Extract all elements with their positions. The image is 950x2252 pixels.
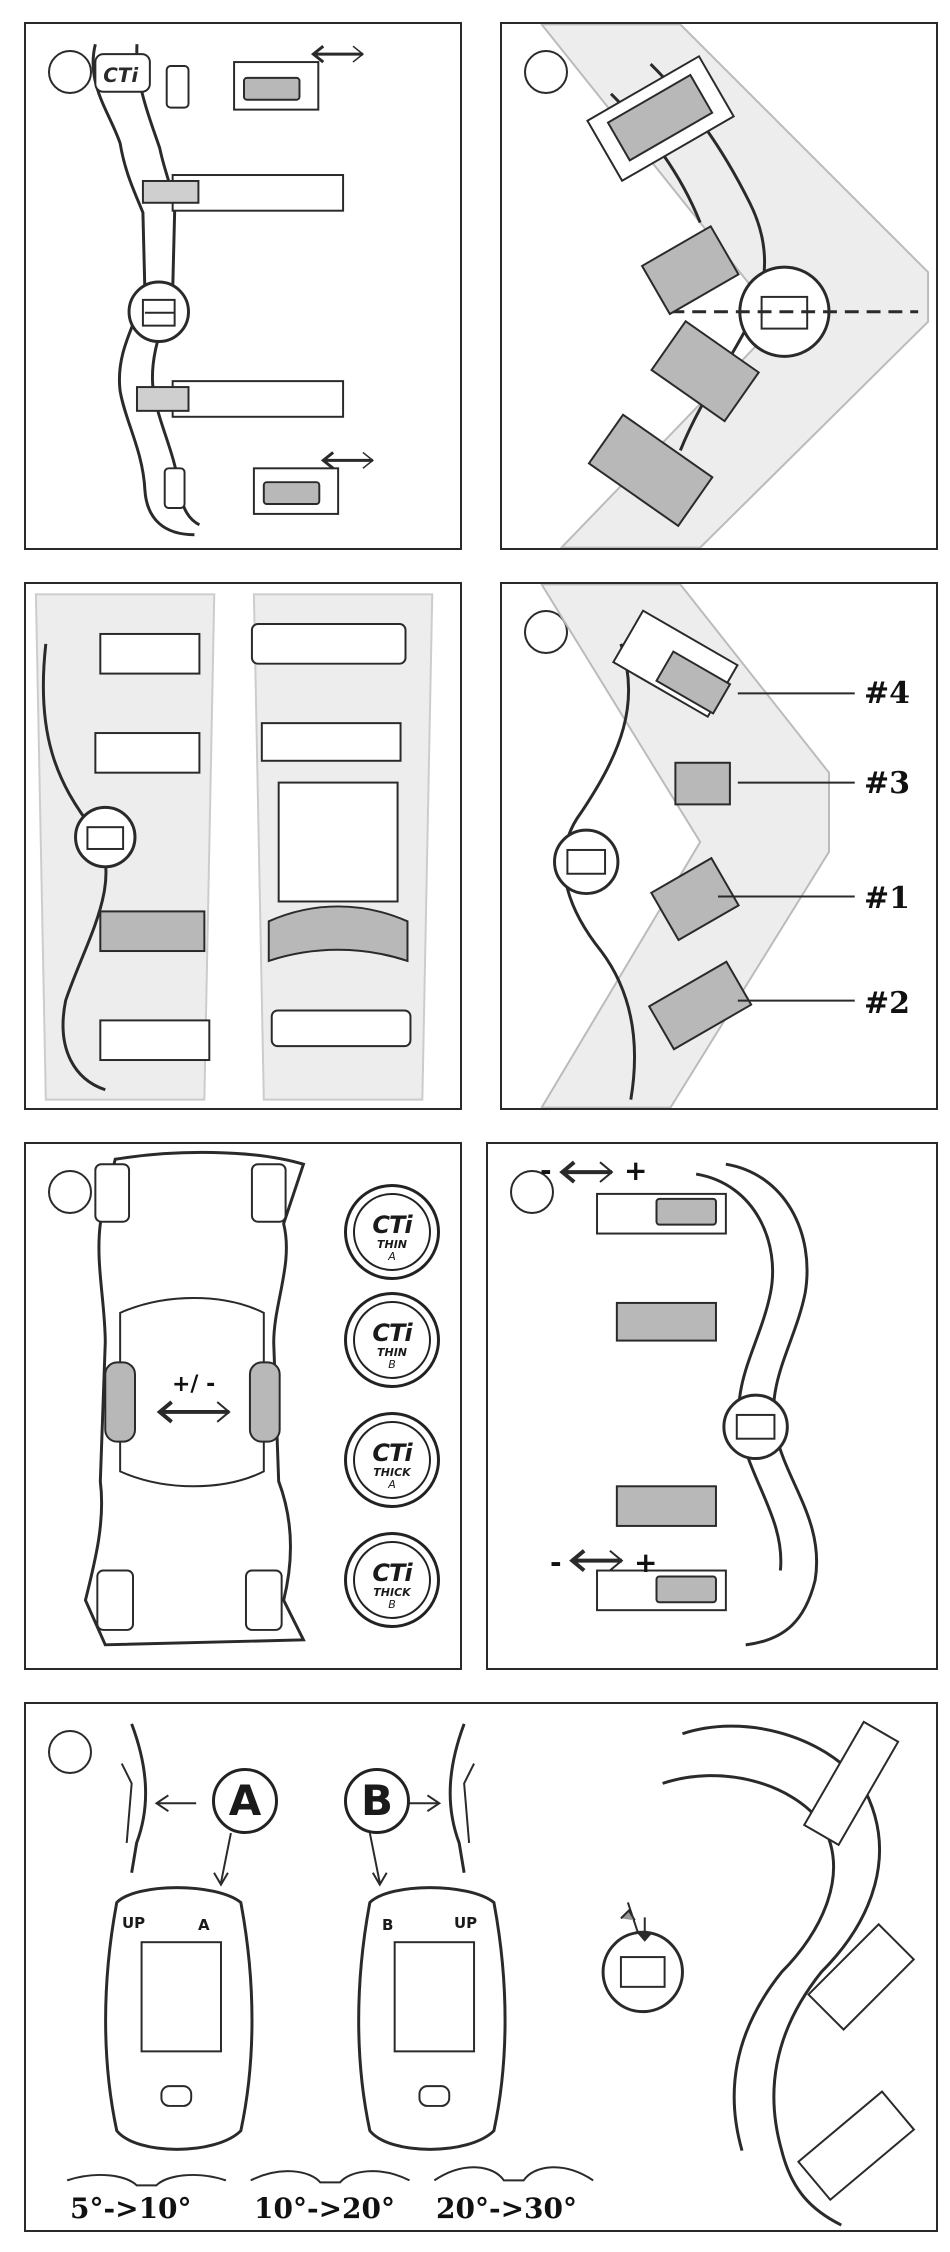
badge-code: B bbox=[355, 1359, 429, 1371]
plate-b-letter-label: B bbox=[382, 1916, 393, 1934]
strap-length-adjust-illustration bbox=[488, 1144, 936, 1668]
top-strap-plus: + bbox=[624, 1154, 647, 1187]
bottom-strap-plus: + bbox=[634, 1546, 657, 1579]
bottom-strap-minus: - bbox=[550, 1546, 562, 1579]
step-panel-3 bbox=[24, 582, 462, 1110]
brace-side-view-illustration: CTi bbox=[26, 24, 460, 548]
strap-number-4: #4 bbox=[864, 676, 910, 711]
plate-a-up-label: UP bbox=[122, 1914, 145, 1932]
badge-logo: CTi bbox=[355, 1559, 429, 1587]
pad-badge-inner: CTi THIN B bbox=[353, 1301, 431, 1379]
pad-badge-thick-a: CTi THICK A bbox=[344, 1412, 440, 1508]
step-panel-2 bbox=[500, 22, 938, 550]
plate-a-letter-label: A bbox=[198, 1916, 210, 1934]
step-panel-5: +/ - CTi THIN A CTi THIN B CTi THICK A C… bbox=[24, 1142, 462, 1670]
step-panel-7: A B UP A B UP 5°->10° 10°->20° 20°->30° bbox=[24, 1702, 938, 2232]
option-b-badge: B bbox=[344, 1768, 410, 1834]
angle-range-10-20: 10°->20° bbox=[254, 2192, 395, 2225]
pad-badge-thin-b: CTi THIN B bbox=[344, 1292, 440, 1388]
strap-order-illustration bbox=[502, 584, 936, 1108]
angle-range-20-30: 20°->30° bbox=[436, 2192, 577, 2225]
pad-badge-thick-b: CTi THICK B bbox=[344, 1532, 440, 1628]
pad-badge-inner: CTi THICK B bbox=[353, 1541, 431, 1619]
svg-text:CTi: CTi bbox=[103, 64, 139, 87]
strap-number-2: #2 bbox=[864, 986, 910, 1021]
pad-badge-inner: CTi THICK A bbox=[353, 1421, 431, 1499]
badge-code: B bbox=[355, 1599, 429, 1611]
pad-adjust-label: +/ - bbox=[172, 1372, 215, 1397]
strap-number-3: #3 bbox=[864, 766, 910, 801]
badge-logo: CTi bbox=[355, 1319, 429, 1347]
badge-code: A bbox=[355, 1251, 429, 1263]
plate-b-up-label: UP bbox=[454, 1914, 477, 1932]
extension-stop-illustration bbox=[26, 1704, 936, 2230]
step-panel-1: CTi bbox=[24, 22, 462, 550]
brace-alignment-illustration bbox=[502, 24, 936, 548]
badge-logo: CTi bbox=[355, 1439, 429, 1467]
badge-logo: CTi bbox=[355, 1211, 429, 1239]
top-strap-minus: - bbox=[540, 1154, 552, 1187]
angle-range-5-10: 5°->10° bbox=[70, 2192, 192, 2225]
pad-badge-thin-a: CTi THIN A bbox=[344, 1184, 440, 1280]
strap-number-1: #1 bbox=[864, 881, 910, 916]
option-a-badge: A bbox=[212, 1768, 278, 1834]
badge-code: A bbox=[355, 1479, 429, 1491]
step-panel-4: #4 #3 #1 #2 bbox=[500, 582, 938, 1110]
pad-badge-inner: CTi THIN A bbox=[353, 1193, 431, 1271]
step-panel-6: - + - + bbox=[486, 1142, 938, 1670]
brace-fitted-front-and-side-illustration bbox=[26, 584, 460, 1108]
